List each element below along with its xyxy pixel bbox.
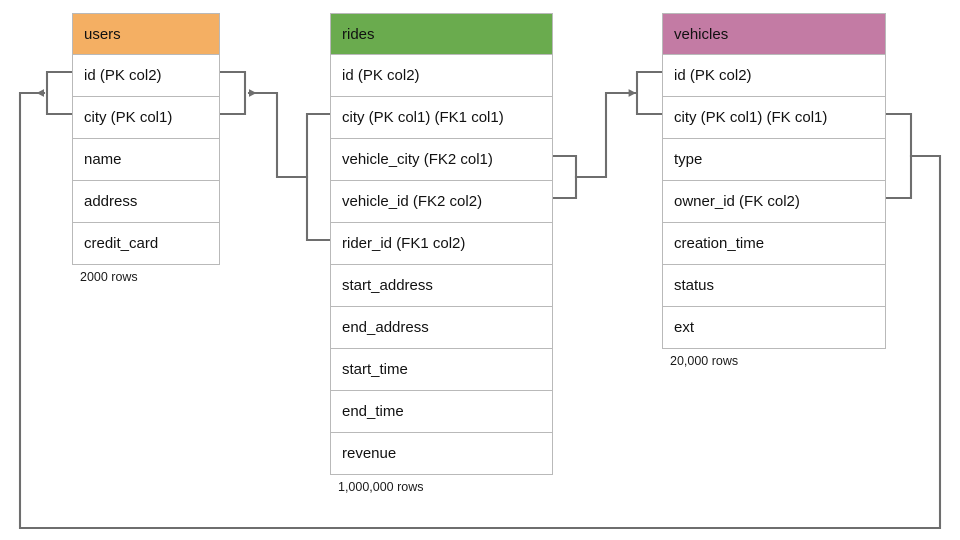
table-rides-column-5[interactable]: start_address [330,265,553,307]
wire-users-left-bracket [45,70,74,116]
table-vehicles-row-count: 20,000 rows [670,354,739,368]
wire-rides-fk1-bracket [305,112,332,242]
table-rides-column-9[interactable]: revenue [330,433,553,475]
table-vehicles-column-6[interactable]: ext [662,307,886,349]
table-users-column-2[interactable]: name [72,139,220,181]
wire-rides-fk2-bracket [551,154,578,200]
table-users-row-count: 2000 rows [80,270,138,284]
table-vehicles-header[interactable]: vehicles [662,13,886,55]
wire-rides-to-vehicles [574,89,638,179]
table-vehicles-column-5[interactable]: status [662,265,886,307]
table-users-column-1[interactable]: city (PK col1) [72,97,220,139]
table-vehicles-column-3[interactable]: owner_id (FK col2) [662,181,886,223]
table-vehicles-column-4[interactable]: creation_time [662,223,886,265]
table-users-column-4[interactable]: credit_card [72,223,220,265]
table-vehicles-column-1[interactable]: city (PK col1) (FK col1) [662,97,886,139]
table-users-column-0[interactable]: id (PK col2) [72,55,220,97]
table-users-header[interactable]: users [72,13,220,55]
table-rides-column-0[interactable]: id (PK col2) [330,55,553,97]
table-rides-column-6[interactable]: end_address [330,307,553,349]
table-users-column-3[interactable]: address [72,181,220,223]
table-rides-column-4[interactable]: rider_id (FK1 col2) [330,223,553,265]
table-users[interactable]: users id (PK col2) city (PK col1) name a… [72,13,220,265]
table-rides-column-3[interactable]: vehicle_id (FK2 col2) [330,181,553,223]
wire-vehicles-left-bracket [635,70,664,116]
table-vehicles-column-2[interactable]: type [662,139,886,181]
table-vehicles-column-0[interactable]: id (PK col2) [662,55,886,97]
table-rides-column-2[interactable]: vehicle_city (FK2 col1) [330,139,553,181]
table-vehicles[interactable]: vehicles id (PK col2) city (PK col1) (FK… [662,13,886,349]
table-rides-column-1[interactable]: city (PK col1) (FK1 col1) [330,97,553,139]
table-rides-column-8[interactable]: end_time [330,391,553,433]
table-rides[interactable]: rides id (PK col2) city (PK col1) (FK1 c… [330,13,553,475]
table-rides-header[interactable]: rides [330,13,553,55]
table-rides-column-7[interactable]: start_time [330,349,553,391]
wire-vehicles-fk-bracket [884,112,913,200]
wire-rides-to-users [247,89,309,179]
wire-users-right-bracket [218,70,247,116]
table-rides-row-count: 1,000,000 rows [338,480,424,494]
